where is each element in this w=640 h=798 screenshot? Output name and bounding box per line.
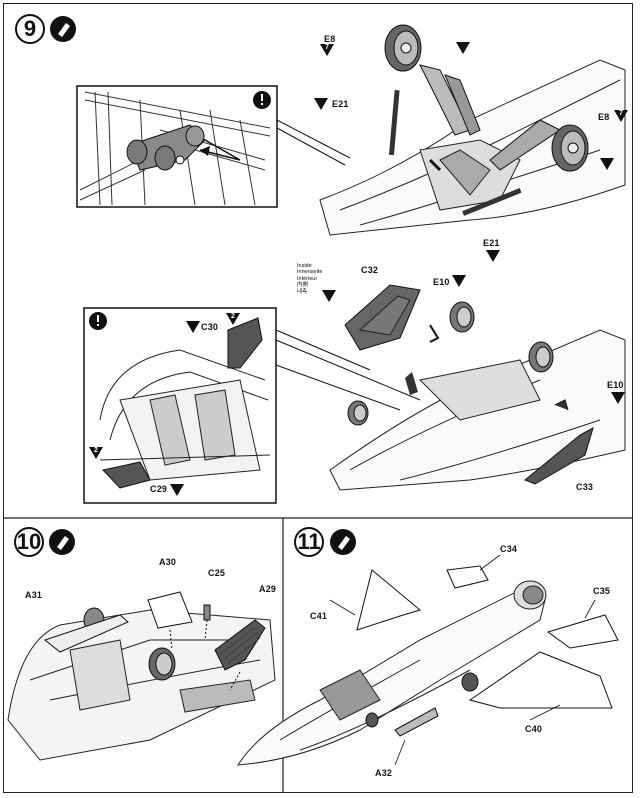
glue-icon xyxy=(330,529,356,555)
pointer-arrow-icon xyxy=(200,146,210,156)
paint-note-line: Intérieur xyxy=(297,275,318,282)
hinge-part xyxy=(126,124,206,171)
fuselage-step-11 xyxy=(237,580,547,766)
paint-note-line: Inside xyxy=(297,263,312,269)
gear-e10 xyxy=(347,301,554,426)
main-gear-right xyxy=(489,119,589,172)
marker-number: 2 xyxy=(94,447,99,454)
part-label-a31: A31 xyxy=(25,590,43,600)
part-label-e10: E10 xyxy=(433,277,450,287)
wing-part-c40 xyxy=(468,651,613,709)
panel-part-a31 xyxy=(43,614,129,653)
step-11-number: 11 xyxy=(294,527,324,557)
marker-number: 7 xyxy=(619,110,624,117)
part-label-e21: E21 xyxy=(483,238,500,248)
part-label-c29: C29 xyxy=(150,484,168,494)
part-label-c25: C25 xyxy=(208,568,226,578)
fuselage-step-10 xyxy=(7,609,276,761)
glue-icon xyxy=(50,16,76,42)
panel-part-a30 xyxy=(147,591,193,629)
step-9-number: 9 xyxy=(15,14,45,44)
part-label-e8: E8 xyxy=(598,112,610,122)
part-label-c40: C40 xyxy=(525,724,543,734)
step-number-text: 9 xyxy=(23,16,37,41)
part-c25 xyxy=(203,604,211,621)
main-gear-left xyxy=(384,24,481,136)
part-label-a32: A32 xyxy=(375,768,393,778)
page-border xyxy=(3,3,633,793)
paint-note: Inside Innenseite Intérieur 内側 내측 xyxy=(297,263,322,295)
seat-part-c30 xyxy=(227,317,263,369)
part-label-a30: A30 xyxy=(159,557,177,567)
part-label-c34: C34 xyxy=(500,544,518,554)
fin-part-c41 xyxy=(356,569,422,631)
fuselage-lower xyxy=(329,329,626,491)
seat-part-c29 xyxy=(102,461,151,489)
part-label-c41: C41 xyxy=(310,611,328,621)
part-label-c35: C35 xyxy=(593,586,611,596)
part-label-c33: C33 xyxy=(576,482,594,492)
marker-number: 2 xyxy=(231,313,236,320)
paint-note-line: 내측 xyxy=(297,288,308,295)
part-label-c32: C32 xyxy=(361,265,379,275)
cockpit-tub-lines xyxy=(99,349,271,481)
marker-number: 7 xyxy=(325,44,330,51)
part-label-e21: E21 xyxy=(332,99,349,109)
panel-part-a29 xyxy=(214,619,266,671)
strut-e21 xyxy=(388,89,522,216)
fin-part-c35 xyxy=(546,614,619,649)
part-label-a29: A29 xyxy=(259,584,277,594)
panel-part-c33 xyxy=(524,426,594,485)
glue-icon xyxy=(49,529,75,555)
part-label-e10: E10 xyxy=(607,380,624,390)
step-10-number: 10 xyxy=(14,527,44,557)
part-label-e8: E8 xyxy=(324,34,336,44)
part-a32 xyxy=(394,707,439,737)
paint-note-line: Innenseite xyxy=(297,269,323,276)
fin-part-c34 xyxy=(446,565,489,589)
paint-note-line: 内側 xyxy=(297,282,309,289)
part-label-c30: C30 xyxy=(201,322,219,332)
step-number-text: 10 xyxy=(16,529,42,554)
step-number-text: 11 xyxy=(297,529,321,554)
